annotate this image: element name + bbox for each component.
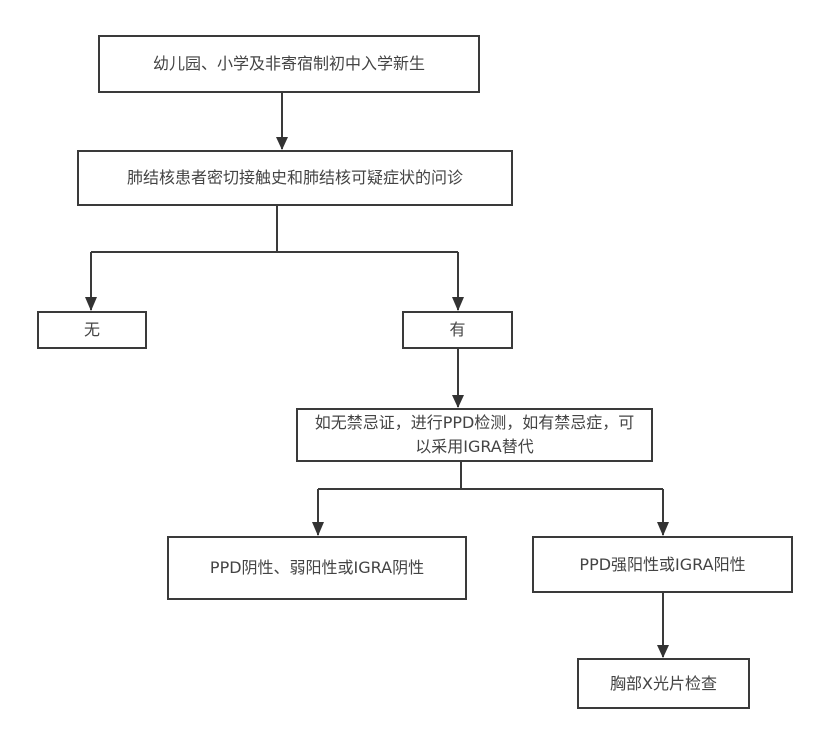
arrowhead-icon	[452, 395, 464, 408]
arrowhead-icon	[312, 522, 324, 536]
node-contact-history-inquiry: 肺结核患者密切接触史和肺结核可疑症状的问诊	[77, 150, 513, 206]
node-no: 无	[37, 311, 147, 349]
node-negative-result: PPD阴性、弱阳性或IGRA阴性	[167, 536, 467, 600]
node-label: 胸部X光片检查	[610, 673, 717, 693]
node-label: 有	[449, 320, 466, 339]
node-label: 幼儿园、小学及非寄宿制初中入学新生	[152, 54, 425, 73]
arrowhead-icon	[657, 645, 669, 658]
node-label: PPD阴性、弱阳性或IGRA阴性	[209, 558, 425, 577]
node-label: 无	[83, 320, 100, 339]
arrowhead-icon	[452, 297, 464, 311]
node-label: 肺结核患者密切接触史和肺结核可疑症状的问诊	[126, 168, 463, 187]
node-chest-xray: 胸部X光片检查	[577, 658, 750, 709]
node-ppd-test: 如无禁忌证，进行PPD检测，如有禁忌症，可以采用IGRA替代	[296, 408, 653, 462]
node-label: PPD强阳性或IGRA阳性	[579, 554, 746, 574]
arrowhead-icon	[276, 137, 288, 150]
arrowhead-icon	[657, 522, 669, 536]
node-new-students: 幼儿园、小学及非寄宿制初中入学新生	[98, 35, 480, 93]
arrowhead-icon	[85, 297, 97, 311]
node-positive-result: PPD强阳性或IGRA阳性	[532, 536, 793, 593]
node-yes: 有	[402, 311, 513, 349]
node-label: 如无禁忌证，进行PPD检测，如有禁忌症，可以采用IGRA替代	[314, 413, 635, 456]
